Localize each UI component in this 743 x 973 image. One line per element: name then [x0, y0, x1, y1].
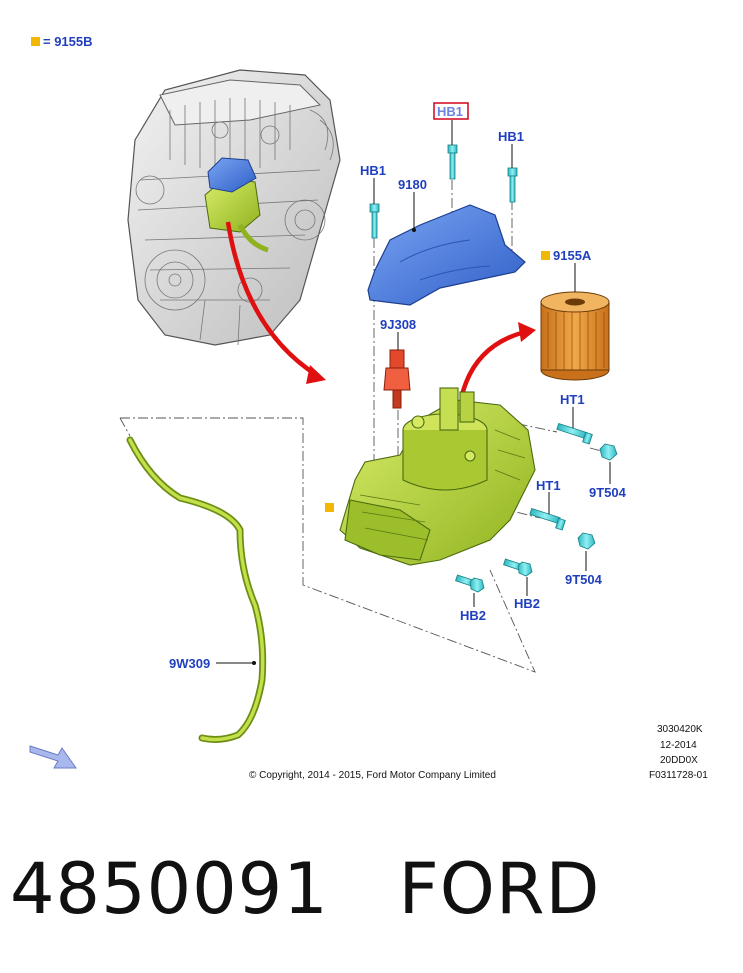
sensor-9J308: [383, 349, 411, 409]
fasteners-hb1: [369, 144, 518, 239]
filter-housing: [339, 387, 536, 566]
label-hb2-left: HB2: [460, 608, 486, 623]
filter-element-9155A: [540, 291, 610, 381]
label-hb1-mid: HB1: [360, 163, 386, 178]
cover-9180: [367, 204, 526, 306]
label-hb2-right: HB2: [514, 596, 540, 611]
footer-title: 4850091 FORD: [10, 848, 600, 930]
hose-9W309: [126, 436, 267, 743]
label-sensor: 9J308: [380, 317, 416, 332]
label-filter-element: 9155A: [553, 248, 592, 263]
label-ht1-top: HT1: [560, 392, 585, 407]
info-line-2: 12-2014: [660, 740, 697, 751]
locator-arrow: [225, 221, 320, 378]
footer-brand: FORD: [398, 848, 601, 930]
info-line-1: 3030420K: [657, 724, 703, 735]
filter-arrow: [459, 329, 526, 396]
label-hb1-highlighted: HB1: [437, 104, 463, 119]
fasteners-ht1-9t504: [455, 423, 618, 593]
info-line-4: F0311728-01: [649, 770, 708, 781]
label-hose: 9W309: [169, 656, 210, 671]
leader-lines: [216, 120, 611, 664]
view-direction-arrow-icon: [29, 745, 77, 769]
label-nut-mid: 9T504: [565, 572, 603, 587]
footer-part-number: 4850091: [10, 848, 329, 930]
housing-legend-swatch: [325, 503, 334, 512]
info-line-3: 20DD0X: [660, 755, 698, 766]
filter-legend-swatch: [541, 251, 550, 260]
legend-text: = 9155B: [43, 34, 93, 49]
hb1-highlight-box: [433, 102, 469, 120]
copyright: © Copyright, 2014 - 2015, Ford Motor Com…: [249, 770, 496, 781]
engine-illustration: [127, 69, 341, 346]
label-cover: 9180: [398, 177, 427, 192]
label-nut-top: 9T504: [589, 485, 627, 500]
label-hb1-right: HB1: [498, 129, 524, 144]
label-ht1-mid: HT1: [536, 478, 561, 493]
legend-swatch: [31, 37, 40, 46]
